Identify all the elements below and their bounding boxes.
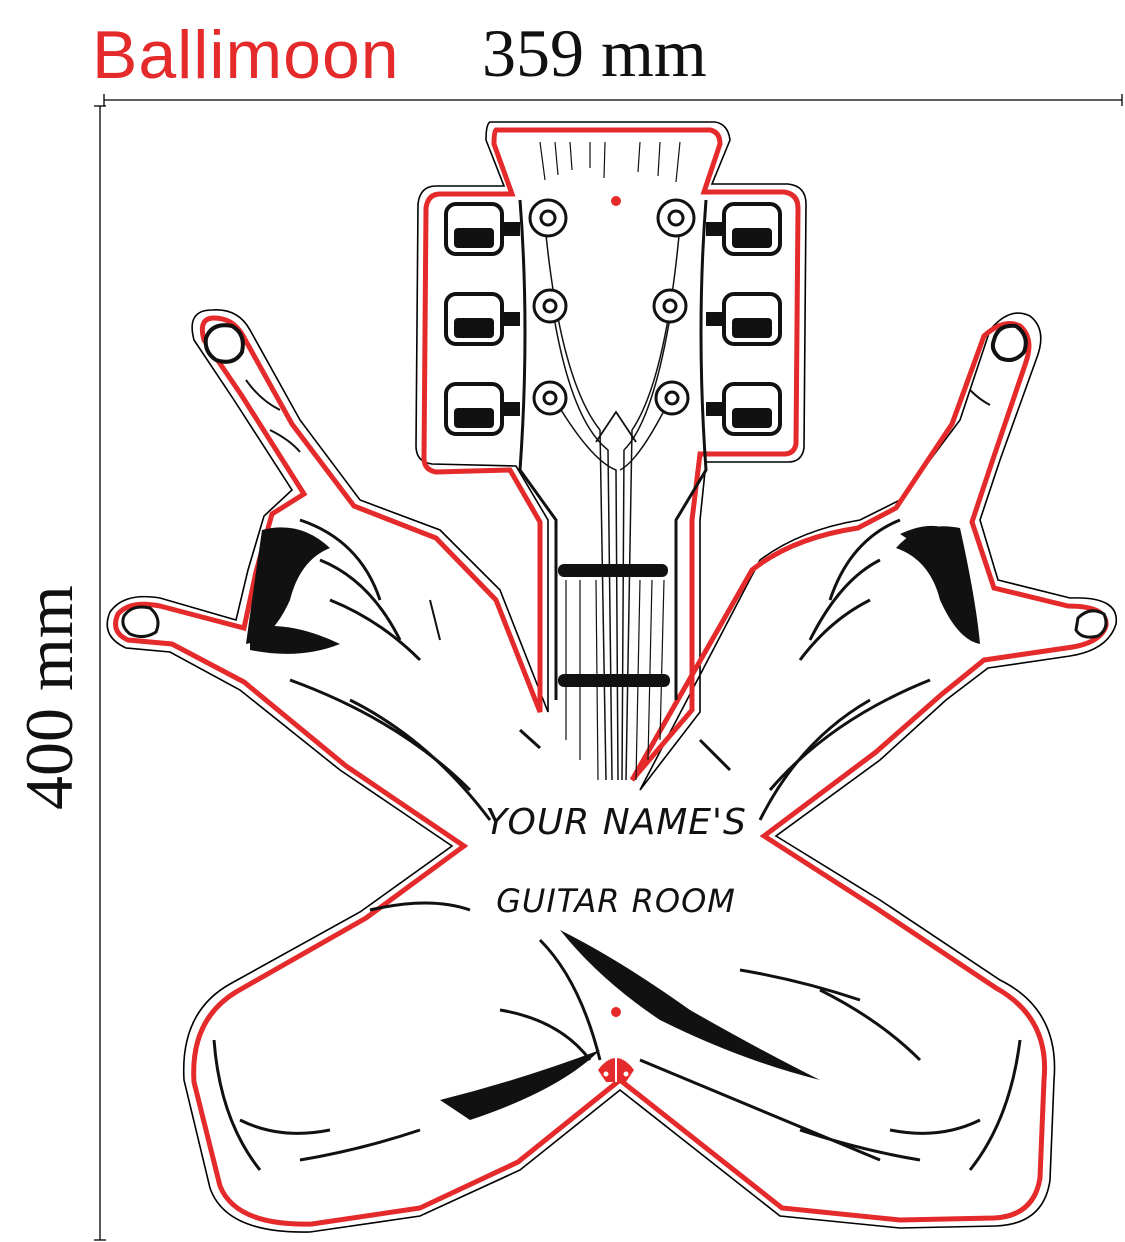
left-hand-details xyxy=(121,323,602,1171)
registration-dot-bottom xyxy=(611,1007,621,1017)
registration-dot-top xyxy=(611,196,621,206)
design-text-line2: GUITAR ROOM xyxy=(496,882,736,920)
fret-lower xyxy=(558,674,670,687)
rock-hands-guitar-headstock-icon: YOUR NAME'S GUITAR ROOM xyxy=(106,121,1118,1233)
width-dimension-line xyxy=(103,94,1123,106)
fret-upper xyxy=(558,564,668,577)
tuner-posts xyxy=(528,198,696,416)
design-text-line1: YOUR NAME'S xyxy=(485,802,747,843)
tuner-keys xyxy=(444,202,782,436)
brand-name: Ballimoon xyxy=(92,17,400,93)
height-dimension-label: 400 mm xyxy=(11,585,87,810)
bottom-notch xyxy=(598,1054,634,1082)
right-hand-details xyxy=(560,323,1108,1171)
width-dimension-label: 359 mm xyxy=(482,15,707,91)
headstock-details xyxy=(518,141,708,781)
height-dimension-line xyxy=(94,105,106,1241)
